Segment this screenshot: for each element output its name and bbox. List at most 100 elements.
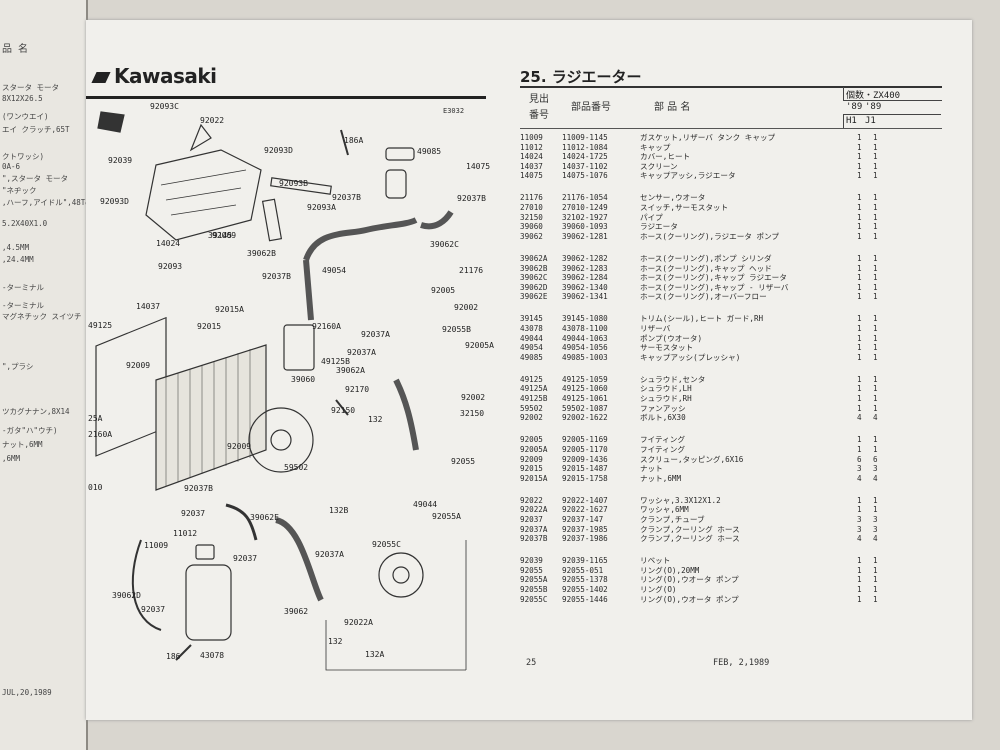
qty-h1: 1 — [857, 343, 862, 353]
callout-label: 92009 — [227, 442, 251, 451]
qty-j1: 4 — [873, 534, 878, 544]
callout-label: 92093D — [264, 146, 293, 155]
header-rule — [520, 86, 942, 88]
print-date: FEB, 2,1989 — [713, 658, 770, 668]
callout-label: 49125B — [321, 357, 350, 366]
qty-j1: 1 — [873, 384, 878, 394]
callout-label: 39062 — [284, 607, 308, 616]
diagram-code: E3032 — [443, 107, 465, 115]
part-name: リザーバ — [640, 324, 671, 333]
qty-h1: 1 — [857, 384, 862, 394]
left-page-line: ,6MM — [2, 454, 21, 463]
ref-number: 14037 — [520, 161, 543, 171]
callout-label: 92002 — [454, 303, 478, 312]
qty-h1: 1 — [857, 133, 862, 142]
qty-j1: 3 — [873, 524, 878, 534]
ref-number: 92022 — [520, 495, 543, 505]
part-name: スクリーン — [640, 161, 678, 171]
qty-j1: 1 — [873, 343, 878, 353]
part-number: 92022-1407 — [562, 495, 608, 505]
part-name: トリム(シール),ヒート ガード,RH — [640, 314, 764, 324]
callout-label: 92093B — [279, 179, 308, 188]
part-name: サーモスタット — [640, 343, 694, 353]
callout-label: 39062A — [336, 366, 365, 375]
kawasaki-mark-icon — [91, 72, 111, 83]
qty-h1: 1 — [857, 142, 862, 152]
qty-j1: 1 — [873, 505, 878, 515]
callout-label: 92009 — [126, 361, 150, 370]
qty-h1: 1 — [857, 292, 862, 302]
left-page-line: 8X12X26.5 — [2, 94, 43, 103]
page-number: 25 — [526, 658, 537, 668]
callout-label: 92015 — [197, 322, 221, 331]
ref-number: 92037B — [520, 534, 548, 544]
callout-label: 21176 — [459, 266, 483, 275]
qty-j1: 1 — [873, 556, 878, 566]
callout-label: 25A — [88, 414, 103, 423]
part-number: 39062-1284 — [562, 273, 608, 283]
part-number: 92002-1622 — [562, 413, 608, 423]
qty-h1: 1 — [857, 212, 862, 222]
part-name: キャップ — [640, 142, 671, 152]
ref-number: 21176 — [520, 193, 543, 203]
left-page-line: スタータ モータ — [2, 83, 60, 92]
ref-number: 92055C — [520, 594, 548, 604]
qty-j1: 6 — [873, 454, 878, 464]
callout-label: 11009 — [144, 541, 168, 550]
ref-number: 92015 — [520, 464, 543, 474]
callout-label: 92022 — [200, 116, 224, 125]
qty-h1: 3 — [857, 464, 862, 474]
hose-39062b — [303, 217, 418, 262]
left-page-line: (ワンウエイ) — [2, 112, 49, 121]
qty-j1: 1 — [873, 314, 878, 324]
part-name: リング(O),ウオータ ポンプ — [640, 575, 739, 585]
part-number: 92037-147 — [562, 515, 604, 524]
ref-number: 43078 — [520, 324, 543, 333]
header-ref-line1: 見出 — [529, 94, 549, 105]
callout-label: 132B — [329, 506, 348, 515]
callout-label: 49054 — [322, 266, 346, 275]
part-number: 92039-1165 — [562, 556, 608, 566]
callout-label: 92093A — [307, 203, 336, 212]
callout-label: 92039 — [108, 156, 132, 165]
left-page-line: ,ハーフ,アイドル",48T&17 — [2, 198, 99, 207]
qty-h1: 1 — [857, 263, 862, 273]
qty-h1: 1 — [857, 435, 862, 445]
part-name: ワッシャ,6MM — [640, 505, 689, 515]
brand-logo: Kawasaki — [91, 64, 217, 88]
left-page-line: 5.2X40X1.0 — [2, 219, 48, 228]
left-page-line: -ガタ"ハ"ウチ) — [2, 426, 58, 435]
qty-h1: 1 — [857, 575, 862, 585]
qty-h1: 1 — [857, 282, 862, 292]
qty-j1: 1 — [873, 585, 878, 595]
hose-39062c — [420, 210, 454, 230]
callout-label: 39062B — [247, 249, 276, 258]
part-number: 39062-1282 — [562, 253, 608, 263]
callout-label: 92037B — [184, 484, 213, 493]
part-name: ラジエータ — [640, 222, 678, 232]
ref-number: 92005 — [520, 435, 543, 445]
part-number: 92022-1627 — [562, 505, 608, 515]
part-number: 92015-1487 — [562, 464, 608, 474]
fan-assembly — [248, 407, 314, 473]
hose-39062d — [131, 539, 162, 631]
qty-h1: 1 — [857, 171, 862, 181]
